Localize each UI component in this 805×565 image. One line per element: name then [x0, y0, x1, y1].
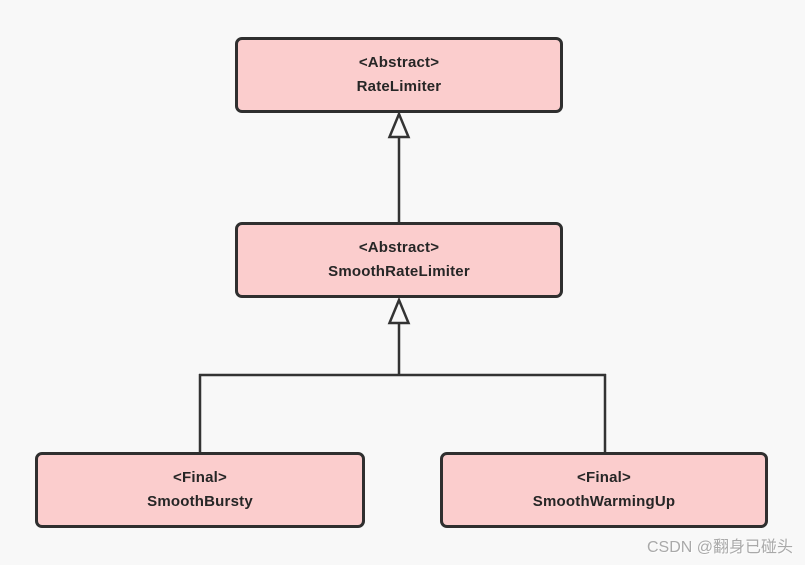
stereotype-label: <Final> — [577, 469, 631, 486]
stereotype-label: <Abstract> — [358, 239, 440, 256]
watermark: CSDN @翻身已碰头 — [646, 539, 793, 556]
inheritance-arrowhead — [387, 296, 411, 325]
inheritance-arrow-smoothratelimiter-to-ratelimiter — [387, 110, 411, 222]
class-name-label: RateLimiter — [356, 78, 442, 95]
inheritance-branch-lines — [198, 296, 607, 452]
class-name-label: SmoothBursty — [147, 493, 253, 510]
class-name-label: SmoothWarmingUp — [532, 493, 676, 510]
class-node-smoothbursty: <Final> SmoothBursty — [35, 452, 365, 528]
stereotype-label: <Final> — [173, 469, 227, 486]
class-node-smoothratelimiter: <Abstract> SmoothRateLimiter — [235, 222, 563, 298]
class-node-ratelimiter: <Abstract> RateLimiter — [235, 37, 563, 113]
class-node-smoothwarmingup: <Final> SmoothWarmingUp — [440, 452, 768, 528]
class-name-label: SmoothRateLimiter — [328, 263, 470, 280]
stereotype-label: <Abstract> — [358, 54, 440, 71]
